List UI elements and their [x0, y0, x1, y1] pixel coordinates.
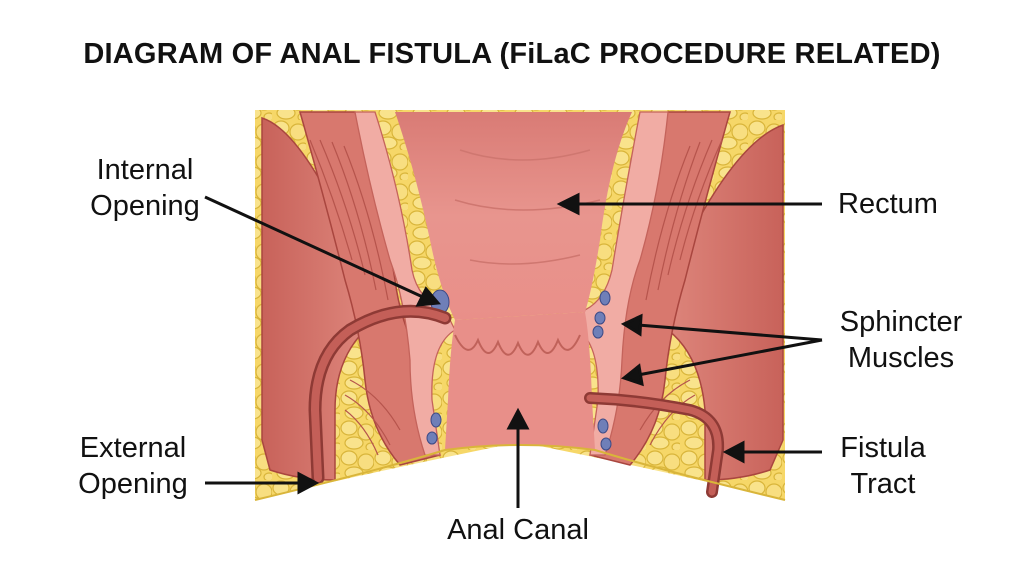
- arrow-internal-opening: [204, 195, 426, 300]
- label-sphincter-muscles: Sphincter Muscles: [839, 306, 963, 374]
- left-mucosa: [354, 111, 456, 456]
- page-title: DIAGRAM OF ANAL FISTULA (FiLaC PROCEDURE…: [83, 38, 941, 70]
- label-anal-canal: Anal Canal: [447, 514, 589, 546]
- dentate-line: [454, 334, 581, 356]
- label-external-opening: External Opening: [78, 432, 188, 500]
- arrow-sphincter-lower: [637, 338, 823, 377]
- rectum-lumen: [395, 112, 632, 320]
- label-internal-opening: Internal Opening: [90, 154, 200, 222]
- arrow-sphincter-upper: [637, 323, 823, 342]
- skin-edge: [254, 444, 786, 501]
- anal-canal-area: [445, 312, 595, 450]
- label-rectum: Rectum: [838, 188, 938, 220]
- label-fistula-tract: Fistula Tract: [840, 432, 926, 500]
- right-mucosa: [577, 111, 669, 456]
